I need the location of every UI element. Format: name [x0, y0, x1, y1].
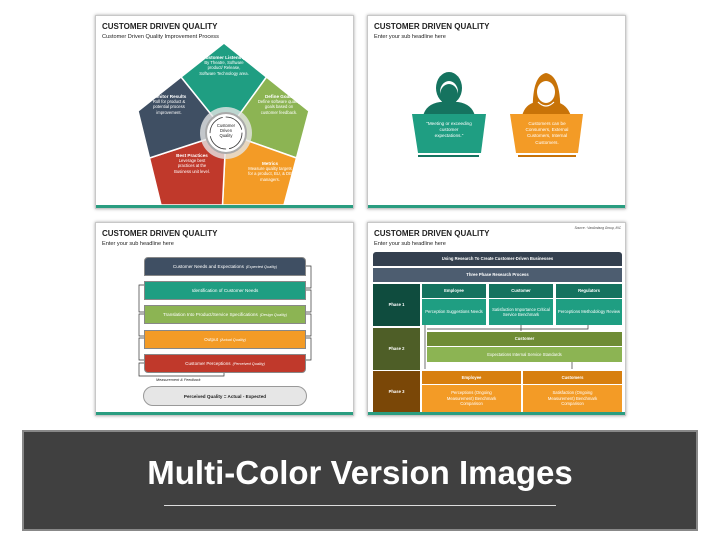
- phase-1-customer-header: Customer: [489, 284, 553, 298]
- banner-divider: [164, 505, 556, 506]
- phase-1-regulators-header: Regulators: [556, 284, 622, 298]
- phase-3-label: Phase 3: [373, 371, 420, 412]
- banner-title: Multi-Color Version Images: [147, 454, 573, 491]
- flow-step-needs: Customer Needs and Expectations(Expected…: [144, 257, 306, 276]
- phase-3-employee-header: Employee: [422, 371, 521, 384]
- center-label: Customer Driven Quality: [216, 123, 236, 139]
- segment-text: Leverage best practices at the Business …: [174, 158, 210, 174]
- slide-title: CUSTOMER DRIVEN QUALITY: [102, 229, 218, 238]
- cycle-arrow-icon: [209, 116, 243, 150]
- flow-arrows: [424, 325, 589, 369]
- formula-pill: Perceived Quality = Actual - Expected: [143, 386, 307, 406]
- slide-subtitle: Enter your sub headline here: [374, 34, 446, 40]
- phase-3-customers-text: Satisfaction (Ongoing Measurement) Bench…: [523, 385, 622, 412]
- laptop-right-text: Customers can be Consumers, External Cus…: [525, 121, 569, 145]
- flow-step-translation: Translation Into Product/Service Specifi…: [144, 305, 306, 324]
- segment-text: Roll for product & potential process imp…: [152, 99, 186, 115]
- slide-subtitle: Customer Driven Quality Improvement Proc…: [102, 34, 219, 40]
- segment-title: Define Goals: [264, 94, 294, 99]
- segment-title: Best Practices: [176, 153, 208, 158]
- slide-accent-bar: [96, 412, 353, 415]
- slide-thumbnail-table[interactable]: CUSTOMER DRIVEN QUALITY Enter your sub h…: [367, 222, 626, 416]
- slide-thumbnail-flow[interactable]: CUSTOMER DRIVEN QUALITY Enter your sub h…: [95, 222, 354, 416]
- slide-title: CUSTOMER DRIVEN QUALITY: [374, 22, 490, 31]
- phase-1-regulators-text: Perceptions Methodology Review: [556, 299, 622, 325]
- segment-title: Metrics: [261, 161, 279, 166]
- phase-3-customers-header: Customers: [523, 371, 622, 384]
- phase-1-employee-text: Perception Suggestions Needs: [422, 299, 486, 325]
- table-header-main: Using Research To Create Customer-Driven…: [373, 252, 622, 266]
- phase-1-customer-text: Satisfaction Importance Critical Service…: [489, 299, 553, 325]
- slide-thumbnail-pentagon[interactable]: CUSTOMER DRIVEN QUALITY Customer Driven …: [95, 15, 354, 209]
- slide-title: CUSTOMER DRIVEN QUALITY: [102, 22, 218, 31]
- phase-2-label: Phase 2: [373, 328, 420, 370]
- segment-text: By Theatre, Software product/ Release, S…: [199, 60, 249, 76]
- feedback-label: Measurement & Feedback: [156, 378, 201, 382]
- laptop-right: [510, 114, 583, 153]
- flow-step-output: Output(Actual Quality): [144, 330, 306, 349]
- segment-text: Measure quality targets for a product, B…: [248, 166, 292, 182]
- banner: Multi-Color Version Images: [22, 430, 698, 531]
- slide-subtitle: Enter your sub headline here: [374, 241, 446, 247]
- connector-lines: [138, 265, 312, 377]
- laptop-left-text: "Meeting or exceeding customer expectati…: [426, 121, 472, 139]
- phase-1-employee-header: Employee: [422, 284, 486, 298]
- phase-3-employee-text: Perceptions (Ongoing Measurement) Benchm…: [422, 385, 521, 412]
- slide-accent-bar: [96, 205, 353, 208]
- laptop-left: [412, 114, 486, 153]
- segment-text: Define software quality goals based on c…: [257, 99, 301, 115]
- slide-title: CUSTOMER DRIVEN QUALITY: [374, 229, 490, 238]
- source-note: Source : VanAmburg Group, INC: [574, 226, 621, 230]
- phase-2-header: Customer: [427, 332, 622, 346]
- phase-2-text: Expectations Internal Service Standards: [427, 347, 622, 362]
- pentagon-diagram: [137, 42, 310, 206]
- flow-step-perceptions: Customer Perceptions(Perceived Quality): [144, 354, 306, 373]
- table-header-sub: Three Phase Research Process: [373, 268, 622, 282]
- phase-1-label: Phase 1: [373, 284, 420, 326]
- segment-title: Monitor Results: [151, 94, 187, 99]
- slide-subtitle: Enter your sub headline here: [102, 241, 174, 247]
- slide-accent-bar: [368, 205, 625, 208]
- flow-step-identification: Identification of Customer Needs: [144, 281, 306, 300]
- segment-title: Customer Listening: [202, 55, 246, 60]
- slide-accent-bar: [368, 412, 625, 415]
- slide-thumbnail-personas[interactable]: CUSTOMER DRIVEN QUALITY Enter your sub h…: [367, 15, 626, 209]
